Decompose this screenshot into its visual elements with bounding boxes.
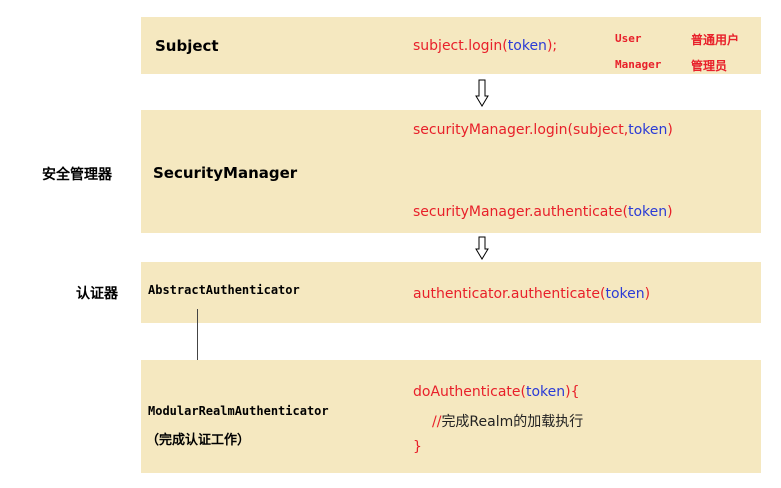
side-label-security-manager: 安全管理器	[42, 167, 112, 183]
closing-brace: }	[413, 439, 422, 455]
abstract-authenticator-label: AbstractAuthenticator	[148, 283, 300, 297]
auth-token-arg: token	[605, 286, 645, 302]
role-user-en: User	[615, 32, 642, 45]
side-label-authenticator: 认证器	[76, 286, 118, 302]
auth-end: )	[644, 286, 651, 302]
modular-realm-authenticator-label: ModularRealmAuthenticator	[148, 404, 329, 418]
do-auth-end: ){	[565, 384, 580, 400]
down-arrow-icon	[475, 79, 489, 107]
subject-obj: subject	[413, 38, 464, 54]
subject-box	[141, 17, 761, 74]
sm-auth-call: securityManager.authenticate(	[413, 204, 628, 220]
comment-text: 完成Realm的加载执行	[441, 414, 584, 430]
realm-comment-code: //完成Realm的加载执行	[432, 411, 583, 431]
abstract-authenticator-box	[141, 262, 761, 323]
security-manager-login-code: securityManager.login(subject,token)	[413, 122, 673, 138]
role-manager-en: Manager	[615, 58, 662, 71]
sm-login-call: securityManager.login(subject,	[413, 122, 629, 138]
subject-login-code: subject.login(token);	[413, 38, 557, 54]
modular-realm-authenticator-note: （完成认证工作）	[146, 433, 251, 448]
sm-auth-end: )	[667, 204, 673, 220]
do-auth-call: doAuthenticate(	[413, 384, 526, 400]
role-manager-cn: 管理员	[691, 59, 728, 73]
sm-login-token-arg: token	[628, 122, 668, 138]
security-manager-box	[141, 110, 761, 233]
sm-auth-token-arg: token	[627, 204, 668, 220]
comment-slashes: //	[432, 414, 442, 430]
security-manager-label: SecurityManager	[153, 164, 298, 182]
subject-token-arg: token	[507, 38, 547, 54]
auth-call: authenticator.authenticate(	[413, 286, 606, 302]
subject-label: Subject	[155, 37, 219, 55]
subject-code-end: );	[546, 38, 558, 54]
subject-method: .login(	[463, 38, 508, 54]
role-user-cn: 普通用户	[691, 33, 740, 47]
security-manager-authenticate-code: securityManager.authenticate(token)	[413, 204, 673, 220]
do-authenticate-code: doAuthenticate(token){	[413, 384, 580, 400]
sm-login-end: )	[667, 122, 673, 138]
authenticator-authenticate-code: authenticator.authenticate(token)	[413, 286, 650, 302]
modular-realm-authenticator-box	[141, 360, 761, 473]
down-arrow-icon	[475, 236, 489, 260]
do-auth-token-arg: token	[525, 384, 566, 400]
inheritance-connector-line	[197, 309, 198, 377]
